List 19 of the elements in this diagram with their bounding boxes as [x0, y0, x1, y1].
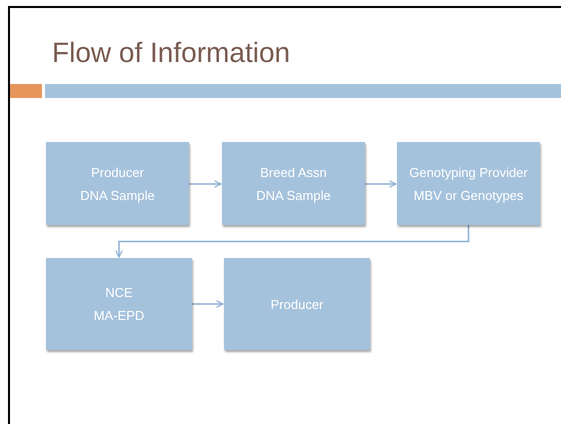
box-text: Producer: [91, 164, 144, 180]
arrow: [115, 225, 470, 258]
box-text: Genotyping Provider: [409, 164, 528, 180]
box-text: DNA Sample: [80, 188, 155, 202]
process-box: [222, 142, 365, 225]
slide-title: Flow of Information: [52, 36, 290, 70]
box-text: Breed Assn: [260, 164, 327, 180]
box-text: MBV or Genotypes: [414, 188, 524, 202]
process-box: [224, 258, 370, 350]
arrow: [189, 180, 222, 188]
box-text: DNA Sample: [256, 188, 331, 202]
box-text: Producer: [270, 296, 324, 312]
process-box: [46, 142, 189, 225]
arrow: [192, 300, 224, 308]
process-box: [397, 142, 540, 225]
box-text: MA-EPD: [94, 308, 144, 323]
box-text: NCE: [105, 285, 133, 300]
arrow: [365, 180, 397, 188]
process-box: [46, 258, 192, 350]
